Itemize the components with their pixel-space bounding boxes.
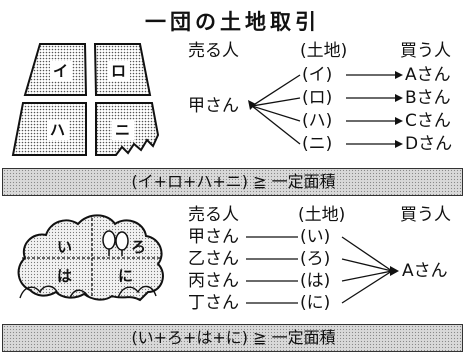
formula-band-2: (い+ろ+は+に) ≧ 一定面積 — [2, 324, 463, 352]
plot-label-ha: ハ — [50, 121, 66, 139]
plot-label-i: イ — [53, 62, 69, 80]
plot-label-ni2: に — [118, 267, 134, 285]
land-1-ni: (ニ) — [302, 134, 333, 154]
land-2-ro: (ろ) — [300, 249, 331, 269]
tree-icon — [102, 230, 129, 256]
header-seller-1: 売る人 — [188, 41, 239, 61]
land-2-i: (い) — [300, 227, 331, 247]
buyer-1-c: Cさん — [405, 111, 451, 131]
buyer-1-b: Bさん — [405, 88, 451, 108]
connector-lines-1 — [251, 74, 395, 145]
seller-1: 甲さん — [188, 96, 239, 116]
land-2-ha: (は) — [300, 271, 331, 291]
seller-2-otsu: 乙さん — [188, 249, 239, 269]
seller-2-tei: 丁さん — [188, 293, 239, 313]
plot-label-ro2: ろ — [131, 238, 147, 256]
arrowheads-1 — [248, 71, 403, 148]
seller-2-hei: 丙さん — [188, 271, 239, 291]
seller-2-kou: 甲さん — [188, 227, 239, 247]
land-1-ro: (ロ) — [302, 88, 333, 108]
land-1-i: (イ) — [302, 65, 333, 85]
plot-label-ro: ロ — [111, 62, 127, 80]
formula-band-1: (イ+ロ+ハ+ニ) ≧ 一定面積 — [2, 168, 463, 196]
plot-label-i2: い — [57, 238, 73, 256]
diagram-title: 一団の土地取引 — [145, 10, 320, 34]
land-2-ni: (に) — [300, 293, 331, 313]
header-buyer-2: 買う人 — [400, 205, 451, 225]
formula-2: (い+ろ+は+に) ≧ 一定面積 — [131, 328, 336, 347]
header-land-2: (土地) — [298, 205, 346, 225]
buyer-1-d: Dさん — [405, 134, 453, 154]
buyer-2: Aさん — [402, 261, 448, 281]
plot-label-ni: ニ — [115, 121, 131, 139]
header-buyer-1: 買う人 — [400, 41, 451, 61]
arrowhead-2 — [390, 266, 399, 276]
header-land-1: (土地) — [300, 41, 348, 61]
connector-lines-2 — [246, 236, 393, 304]
header-seller-2: 売る人 — [188, 205, 239, 225]
buyer-1-a: Aさん — [405, 65, 451, 85]
bush-shapes — [19, 285, 157, 299]
land-1-ha: (ハ) — [302, 111, 333, 131]
formula-1: (イ+ロ+ハ+ニ) ≧ 一定面積 — [131, 172, 336, 191]
plot-label-ha2: は — [57, 267, 73, 285]
